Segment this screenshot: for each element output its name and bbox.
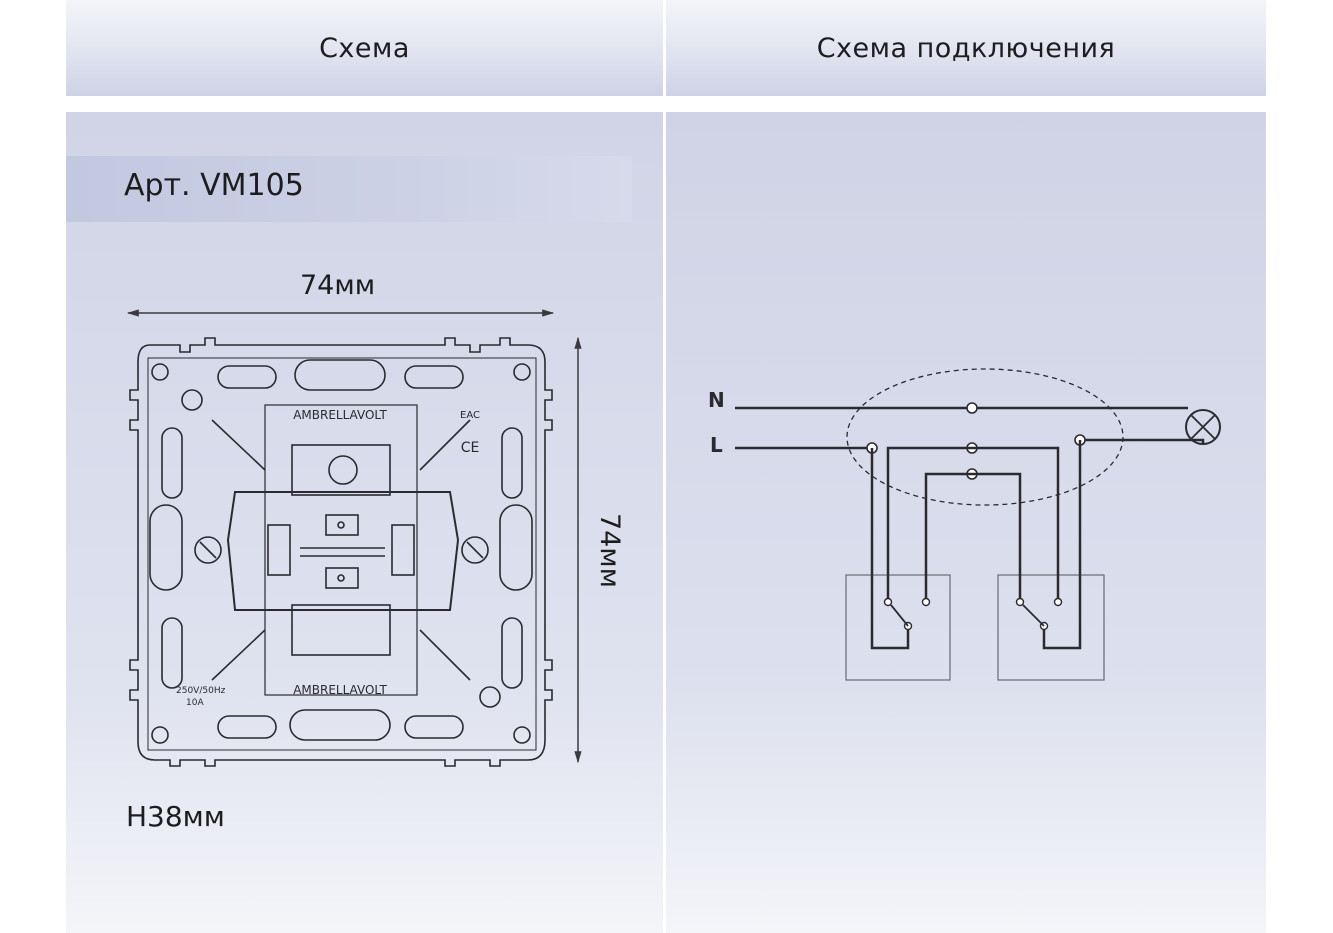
eac-mark: EAC (460, 410, 480, 421)
rating-current-text: 10A (186, 698, 204, 708)
switch-box-2 (997, 574, 1105, 681)
header-scheme-title: Схема (319, 32, 410, 64)
wiring-panel (666, 112, 1266, 933)
ce-mark: CE (461, 440, 480, 456)
depth-label: H38мм (126, 800, 225, 833)
wiring-diagram (735, 368, 1221, 681)
neutral-label: N (708, 388, 725, 412)
scheme-panel (66, 112, 663, 933)
brand-top-text: AMBRELLAVOLT (293, 408, 387, 422)
header-wiring-title: Схема подключения (816, 32, 1116, 64)
line-label: L (710, 433, 723, 457)
switch-mechanism-drawing (129, 337, 553, 767)
brand-bottom-text: AMBRELLAVOLT (293, 683, 387, 697)
junction-box-outline (846, 368, 1124, 506)
article-bar (66, 156, 632, 222)
header-scheme: Схема (66, 0, 663, 96)
rating-voltage-text: 250V/50Hz (176, 686, 226, 696)
switch-box-1 (845, 574, 951, 681)
article-label: Арт. VM105 (124, 168, 304, 203)
header-wiring: Схема подключения (666, 0, 1266, 96)
width-dimension-label: 74мм (300, 270, 376, 301)
